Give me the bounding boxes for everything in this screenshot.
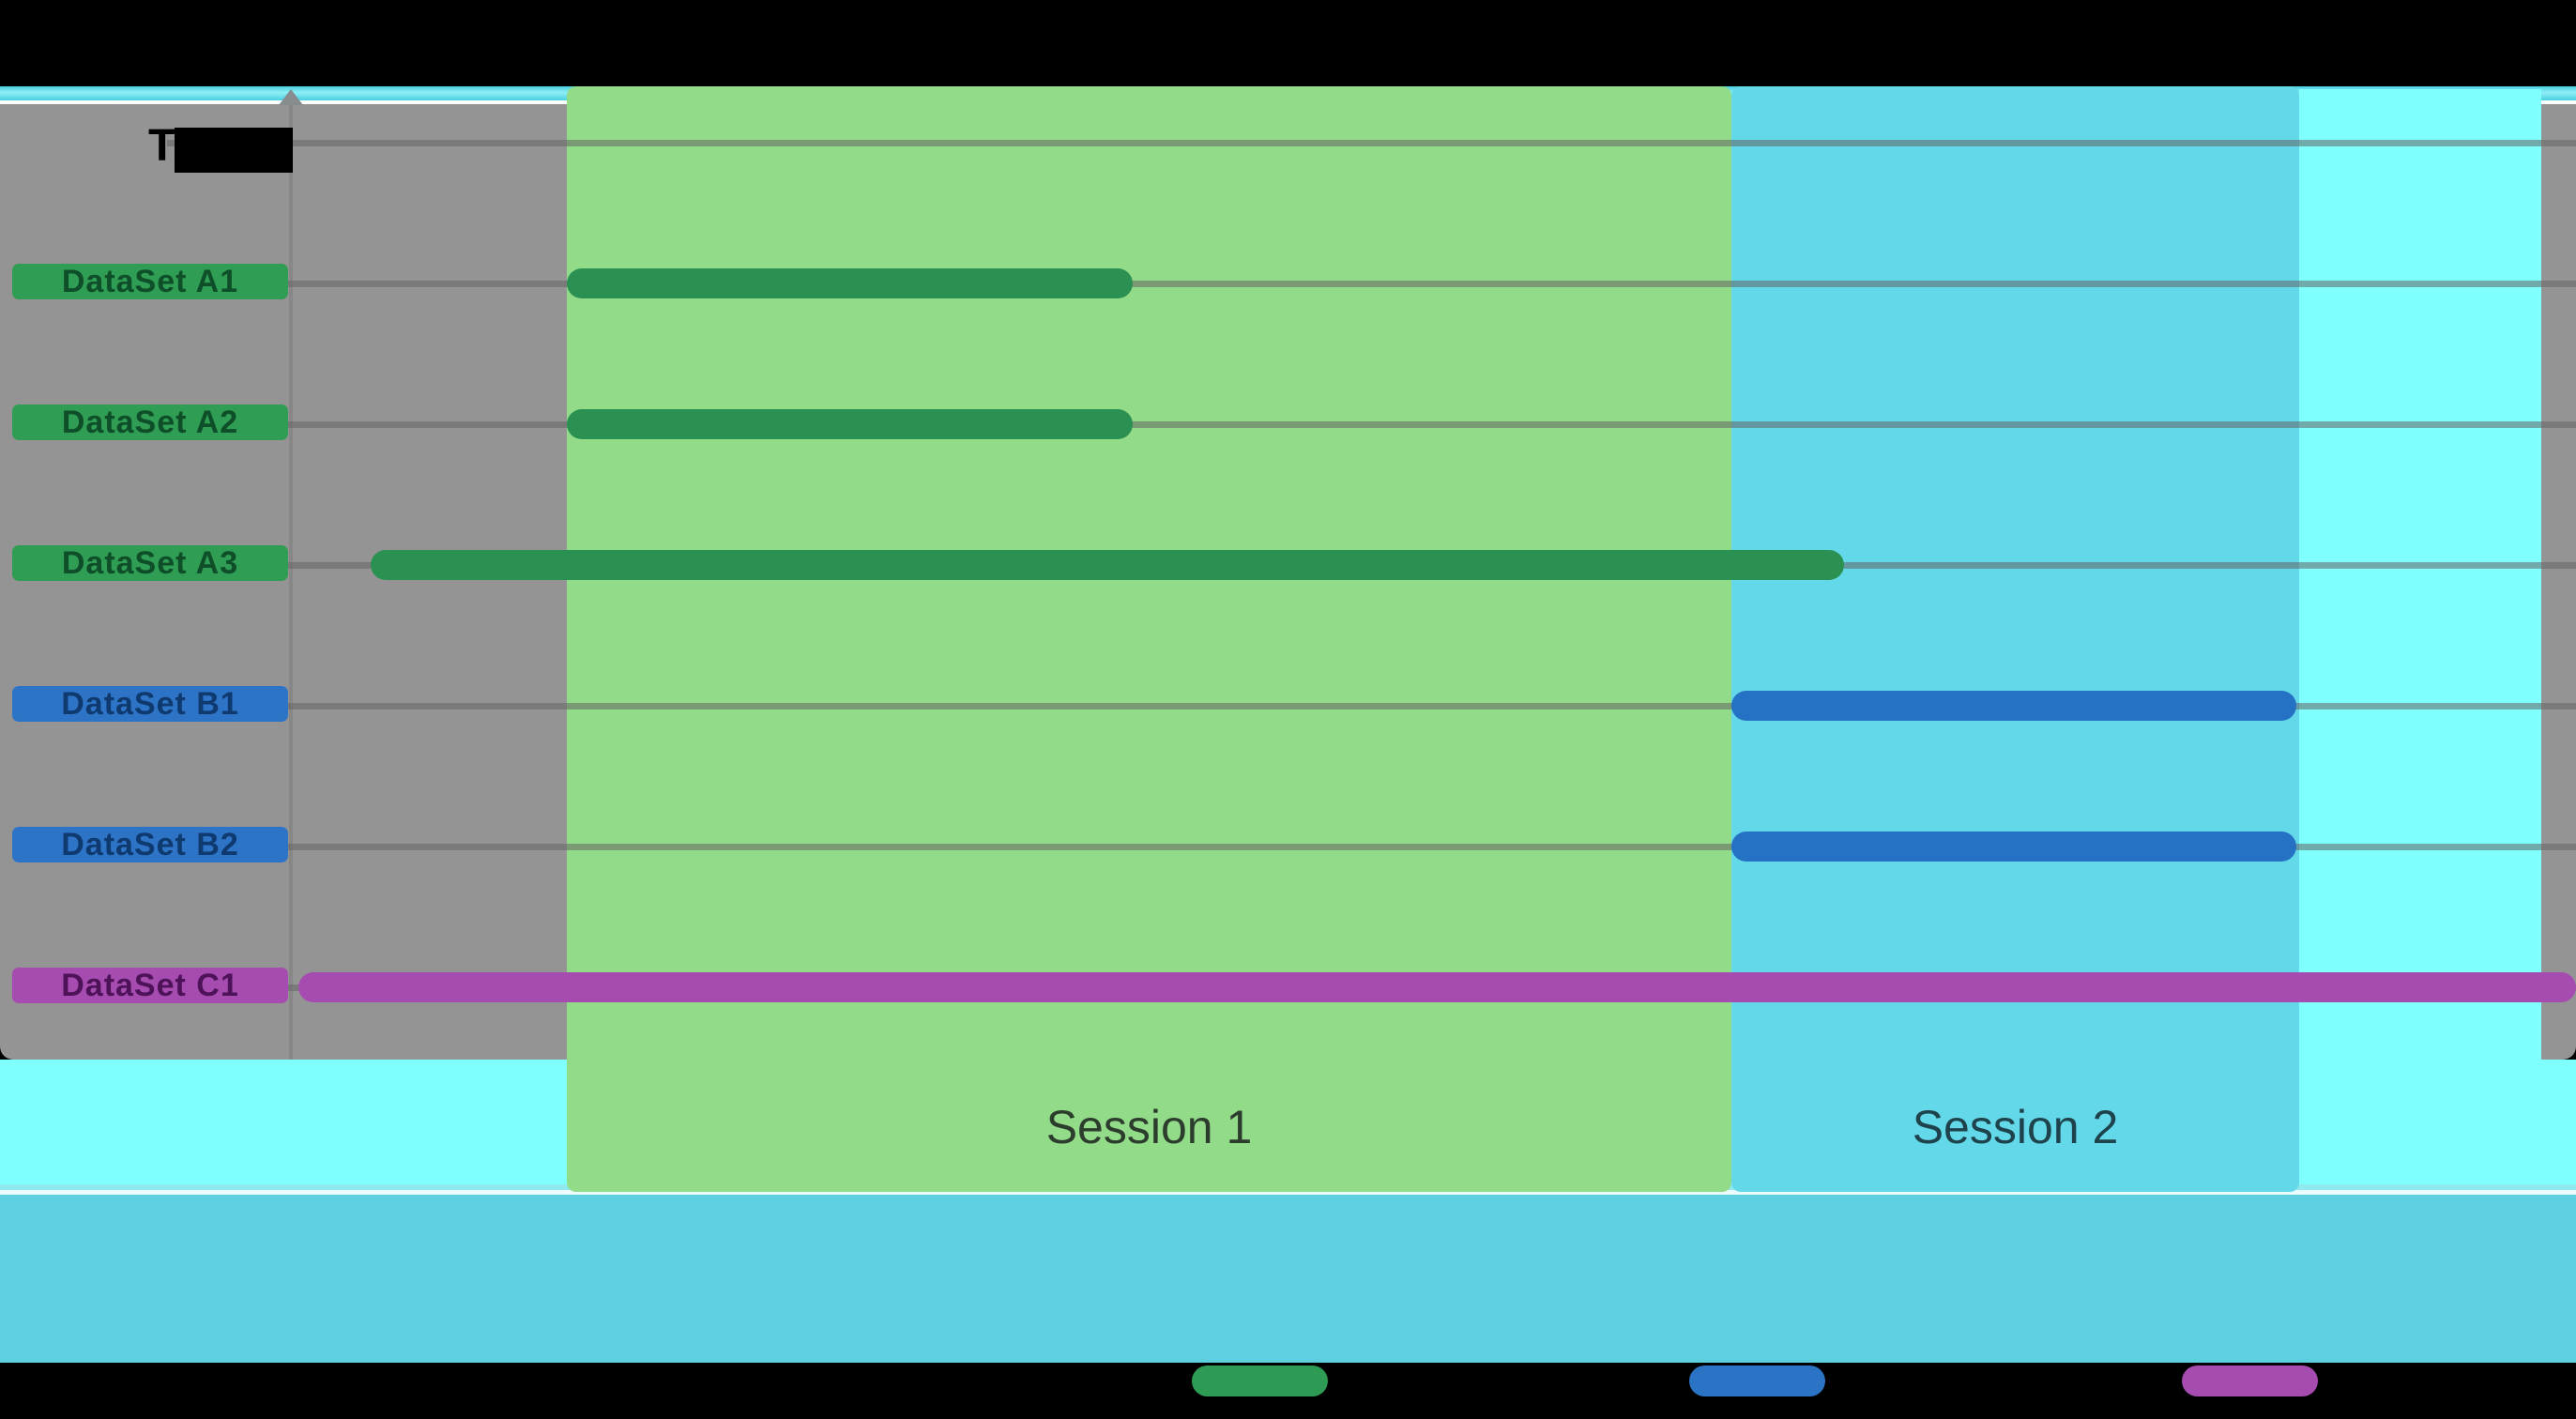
bottom-cyan-band [0, 1195, 2576, 1363]
gridline [167, 844, 2576, 850]
gridline [167, 281, 2576, 287]
legend-group-c-dash [2182, 1366, 2318, 1396]
gridline [167, 140, 2576, 146]
legend-group-a-dash [1192, 1366, 1328, 1396]
task-bar-dataset-b2 [1731, 832, 2296, 862]
row-label-dataset-b1: DataSet B1 [12, 686, 288, 722]
task-bar-dataset-b1 [1731, 691, 2296, 721]
legend-group-b-dash [1689, 1366, 1825, 1396]
task-bar-dataset-a2 [567, 409, 1133, 439]
task-bar-dataset-a1 [567, 268, 1133, 298]
row-label-dataset-b2: DataSet B2 [12, 827, 288, 862]
row-label-dataset-a3: DataSet A3 [12, 545, 288, 581]
band-transition-line [0, 1190, 2576, 1195]
redaction-box [175, 128, 293, 173]
top-black-band [0, 0, 2576, 86]
gridline [167, 421, 2576, 428]
row-label-dataset-a2: DataSet A2 [12, 404, 288, 440]
time-axis-arrow-icon [279, 89, 303, 105]
task-bar-dataset-a3 [371, 550, 1844, 580]
task-bar-dataset-c1 [298, 972, 2576, 1002]
session-2-column: Session 2 [1731, 86, 2299, 1192]
row-label-dataset-c1: DataSet C1 [12, 968, 288, 1003]
session-2-label: Session 2 [1912, 1101, 2119, 1153]
time-axis-line [289, 104, 293, 1060]
gridline [167, 703, 2576, 710]
session-1-label: Session 1 [1045, 1101, 1253, 1153]
row-label-dataset-a1: DataSet A1 [12, 264, 288, 299]
